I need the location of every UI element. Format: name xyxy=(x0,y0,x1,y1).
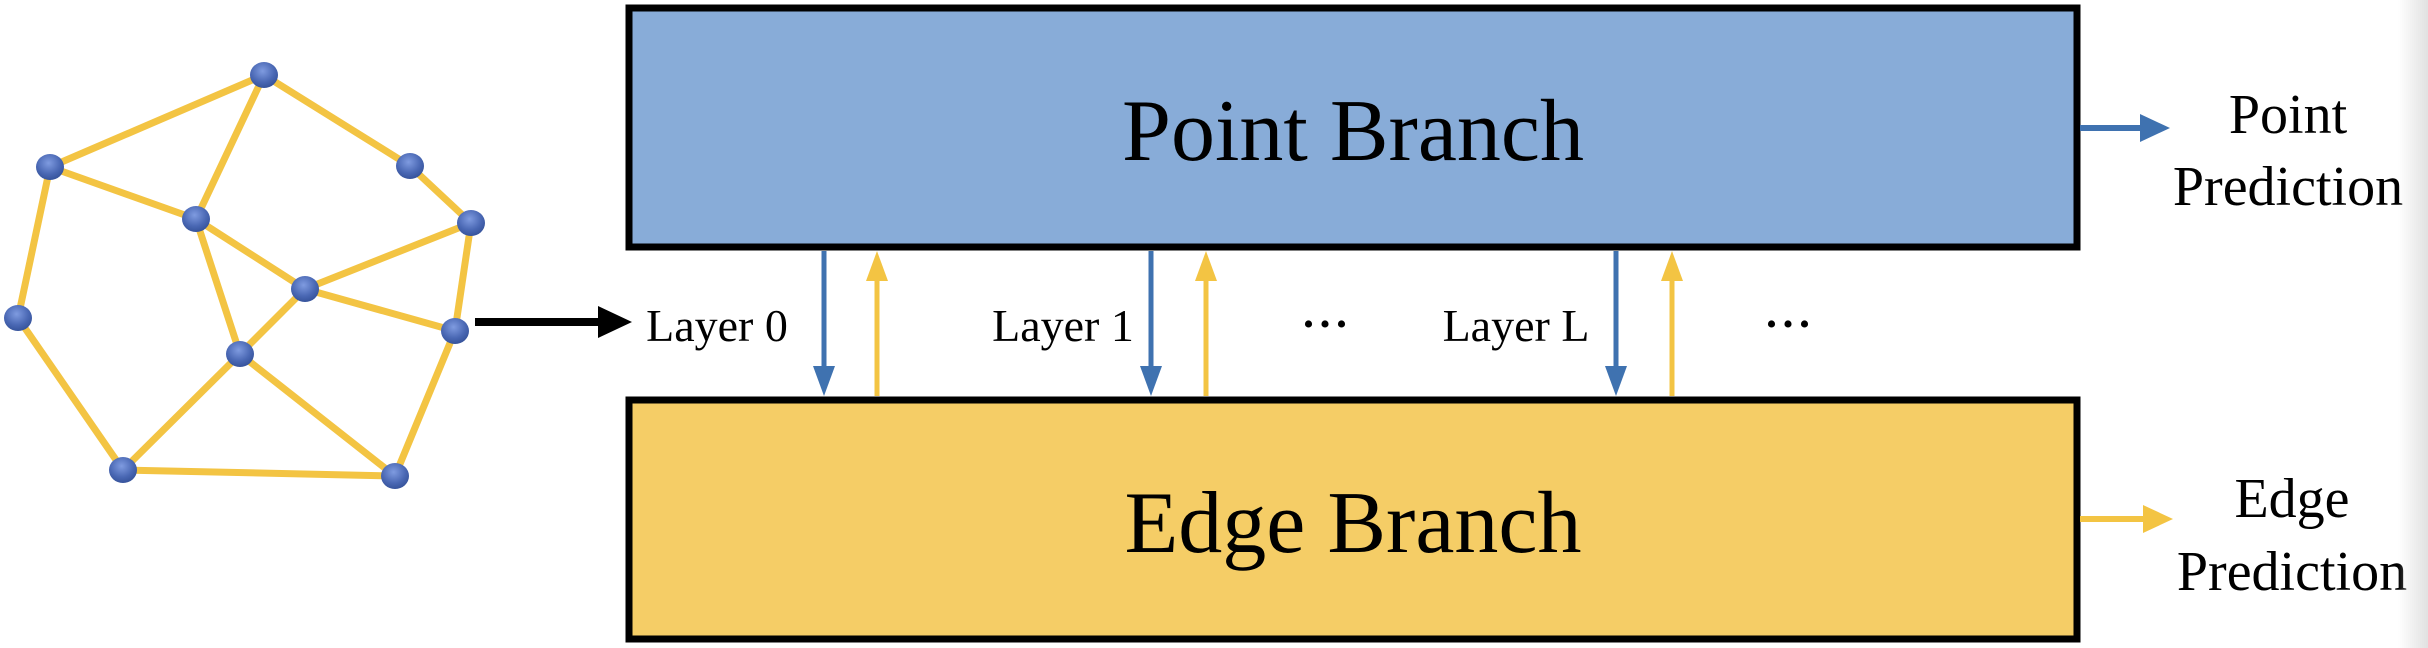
graph-node xyxy=(457,210,485,236)
layer-arrows xyxy=(813,251,1683,396)
graph-edge xyxy=(407,163,474,226)
up-arrow-head xyxy=(1661,251,1683,281)
down-arrow-head xyxy=(1605,366,1627,396)
edge-branch-box: Edge Branch xyxy=(625,396,2081,643)
point-branch-box: Point Branch xyxy=(625,4,2081,251)
down-arrow-head xyxy=(1140,366,1162,396)
graph-edge xyxy=(391,329,459,478)
up-arrow-head xyxy=(1195,251,1217,281)
graph-edge xyxy=(192,217,244,356)
graph-node xyxy=(396,153,424,179)
ellipsis-1: ••• xyxy=(1303,308,1353,341)
graph-edge xyxy=(237,351,398,479)
point-prediction-line-1: Point xyxy=(2229,84,2348,146)
graph-edge xyxy=(48,71,266,171)
graph-edge xyxy=(122,466,396,480)
layer-label-0: Layer 0 xyxy=(646,300,788,351)
graph-edge xyxy=(262,72,412,169)
up-arrow-head xyxy=(866,251,888,281)
graph-node xyxy=(291,276,319,302)
graph-node xyxy=(250,62,278,88)
layer-label-L: Layer L xyxy=(1443,300,1590,351)
layer-label-1: Layer 1 xyxy=(992,300,1134,351)
point-output-arrow xyxy=(2080,114,2170,142)
graph-edge xyxy=(194,216,307,292)
input-graph-edges xyxy=(14,71,475,480)
graph-node xyxy=(109,457,137,483)
down-arrow-head xyxy=(813,366,835,396)
edge-output-arrow xyxy=(2080,505,2173,533)
graph-node xyxy=(226,341,254,367)
graph-edge xyxy=(48,163,198,223)
graph-node xyxy=(4,305,32,331)
graph-edge xyxy=(304,285,456,335)
point-prediction-line-2: Prediction xyxy=(2173,156,2403,218)
graph-edge xyxy=(192,73,268,221)
input-arrow xyxy=(475,306,632,338)
edge-branch-label: Edge Branch xyxy=(1125,475,1582,572)
layer-labels: Layer 0 Layer 1 ••• Layer L ••• xyxy=(646,300,1816,351)
edge-prediction-line-1: Edge xyxy=(2234,468,2349,530)
graph-edge xyxy=(303,219,473,293)
graph-edge xyxy=(451,222,475,332)
graph-node xyxy=(36,154,64,180)
input-graph-nodes xyxy=(4,62,485,489)
point-prediction-label: Point Prediction xyxy=(2173,84,2403,218)
edge-prediction-label: Edge Prediction xyxy=(2177,468,2407,603)
graph-node xyxy=(381,463,409,489)
graph-node xyxy=(441,318,469,344)
edge-prediction-line-2: Prediction xyxy=(2177,541,2407,603)
right-edge-shadow xyxy=(2398,0,2428,648)
graph-edge xyxy=(120,351,243,473)
graph-edge xyxy=(14,166,54,319)
ellipsis-2: ••• xyxy=(1766,308,1816,341)
graph-node xyxy=(182,206,210,232)
point-branch-label: Point Branch xyxy=(1122,83,1584,180)
graph-edge xyxy=(237,286,308,357)
graph-edge xyxy=(15,316,126,472)
